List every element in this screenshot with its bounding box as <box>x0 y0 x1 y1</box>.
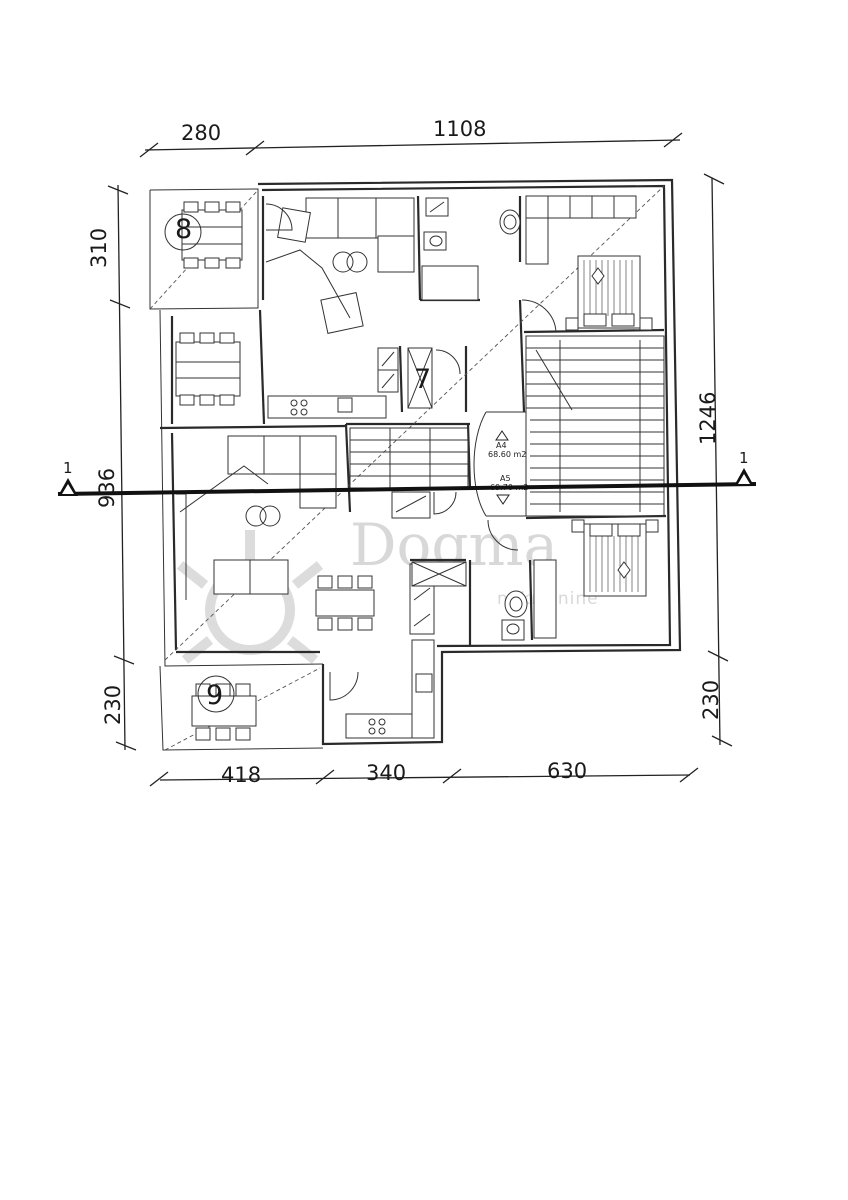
unit-a5-name: A5 <box>500 474 511 483</box>
room-number-7: 7 <box>414 364 431 395</box>
inner-stairs <box>349 427 469 519</box>
down-triangle-icon <box>496 494 510 505</box>
unit-a4-name: A4 <box>496 441 507 450</box>
dim-left-2: 936 <box>95 468 119 508</box>
up-triangle-icon <box>495 430 509 441</box>
staircase <box>473 335 665 517</box>
watermark: Dogma nekretnine <box>176 511 598 664</box>
section-line: 1 1 <box>57 449 757 496</box>
top-apartment-furniture <box>164 195 653 419</box>
dim-left-3: 230 <box>101 685 125 725</box>
dimension-lines <box>107 132 733 787</box>
dim-bottom-3: 630 <box>547 759 587 783</box>
dim-bottom-2: 340 <box>366 761 406 785</box>
section-label-right: 1 <box>739 449 749 467</box>
unit-a4-label: A4 68.60 m2 <box>488 430 526 459</box>
dim-right-1: 1246 <box>696 392 720 445</box>
dim-right-2: 230 <box>699 680 723 720</box>
section-label-left: 1 <box>63 459 73 477</box>
dim-top-2: 1108 <box>433 117 486 141</box>
room-number-8: 8 <box>175 214 192 245</box>
unit-a4-area: 68.60 m2 <box>488 450 526 459</box>
dim-left-1: 310 <box>87 228 111 268</box>
room-number-9: 9 <box>206 680 223 711</box>
watermark-logo-icon <box>176 530 324 664</box>
dim-bottom-1: 418 <box>221 763 261 787</box>
dim-top-1: 280 <box>181 121 221 145</box>
bottom-apartment-furniture <box>176 435 659 741</box>
